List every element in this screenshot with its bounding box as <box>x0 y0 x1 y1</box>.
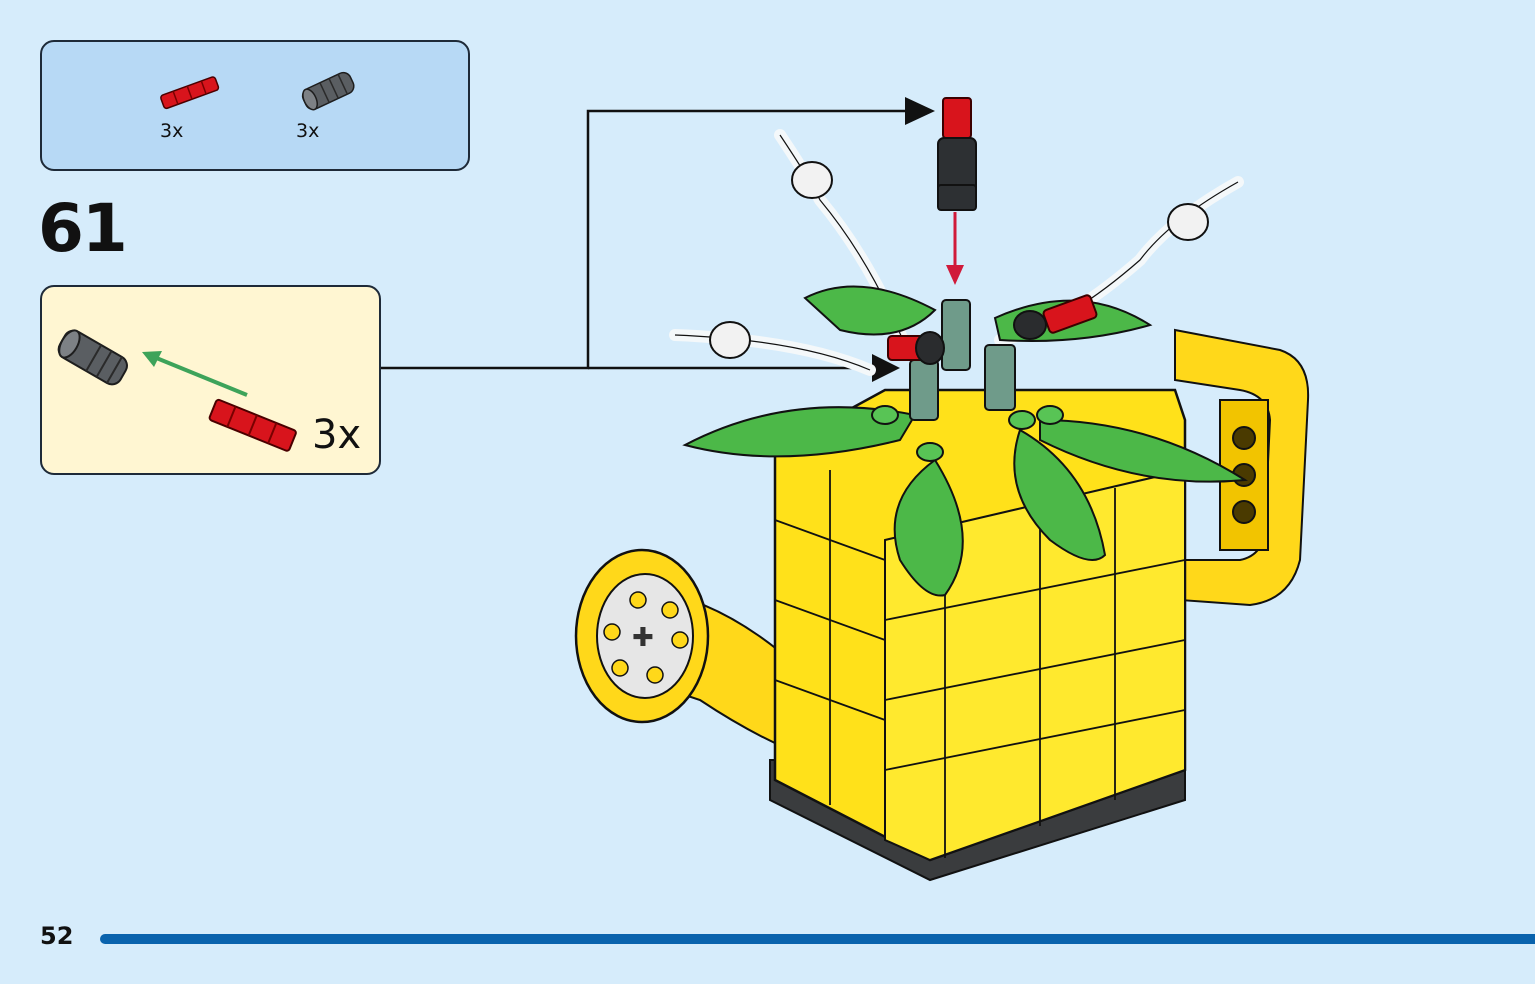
gray-connector-icon <box>301 71 355 111</box>
callout-arrow-top-icon <box>905 97 935 125</box>
callout-arrow-side-icon <box>872 354 900 382</box>
axle-cross-icon: ✚ <box>632 623 654 653</box>
red-insert-arrow-icon <box>946 212 964 285</box>
sub-gray-connector-icon <box>57 329 128 386</box>
sub-assembly-box: 3x <box>40 285 381 475</box>
sub-assembly-quantity: 3x <box>312 412 362 458</box>
sub-assembly-illustration <box>57 329 297 452</box>
green-insert-arrow-icon <box>142 351 248 397</box>
parts-list-box: 3x 3x <box>40 40 470 171</box>
sub-red-axle-pin-icon <box>208 398 297 452</box>
parts-list-icons <box>160 71 355 111</box>
step-number: 61 <box>38 190 128 267</box>
stem-connectors <box>909 299 1016 421</box>
red-axle-pin-icon <box>160 76 220 110</box>
page-number: 52 <box>40 922 74 950</box>
tube-end-bushings <box>709 161 1209 359</box>
inserting-connector-part <box>937 97 977 211</box>
installed-red-pins <box>887 294 1098 365</box>
progress-bar <box>100 934 1535 944</box>
callout-lines <box>381 109 910 370</box>
leaf-studs <box>871 405 1064 462</box>
part-quantity-red-pin: 3x <box>160 120 184 142</box>
spout-holes <box>603 591 689 684</box>
brick-lines <box>774 470 1186 858</box>
part-quantity-gray-connector: 3x <box>296 120 320 142</box>
